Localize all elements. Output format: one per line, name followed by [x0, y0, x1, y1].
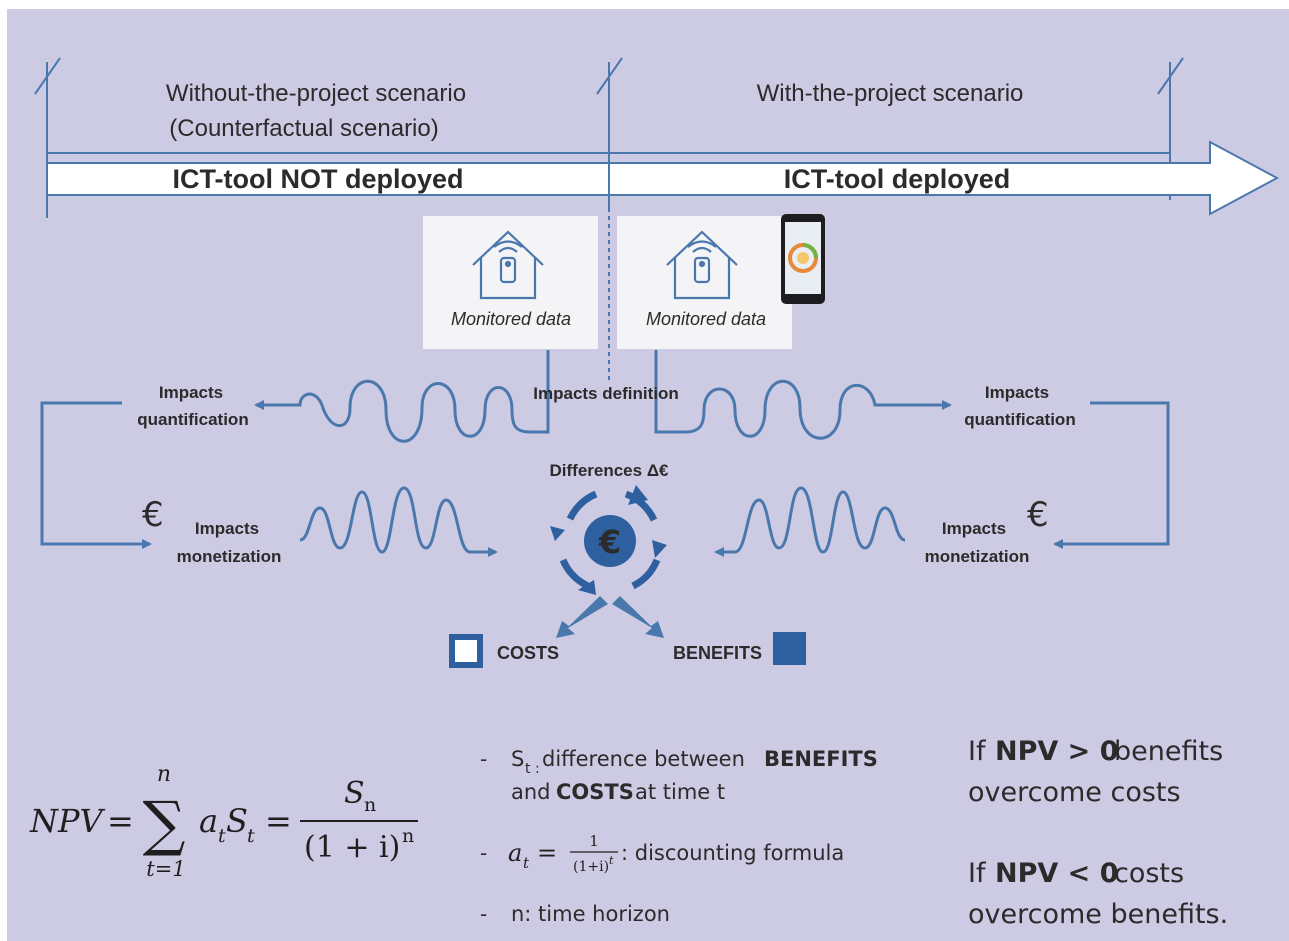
formula-term-a: a	[199, 802, 218, 840]
conclusion-neg-if: If	[968, 858, 987, 889]
costs-square-icon	[449, 634, 483, 668]
loop-right	[1053, 401, 1170, 549]
note1-bold-costs: COSTS	[556, 780, 634, 804]
note2-den: (1+i)	[573, 859, 609, 875]
formula-term-a-sub: t	[218, 825, 226, 847]
note3-text: n: time horizon	[511, 902, 670, 926]
note1-bold-benefits: BENEFITS	[764, 747, 878, 771]
quant-left-label-2: quantification	[137, 410, 248, 429]
note2-text: : discounting formula	[621, 841, 844, 865]
conclusion-neg-rest: costs	[1114, 858, 1184, 889]
formula-sum-top: n	[157, 762, 171, 787]
loop-left	[40, 401, 152, 549]
note2-dash: -	[480, 841, 487, 865]
formula-term-s-sub: t	[247, 825, 255, 847]
formula-npv: NPV	[29, 802, 106, 840]
house-sensor-icon	[666, 230, 738, 300]
house-sensor-icon	[472, 230, 544, 300]
scenario-left-subtitle: (Counterfactual scenario)	[169, 115, 438, 142]
euro-coin-icon	[584, 515, 636, 567]
conclusion-pos-if: If	[968, 736, 987, 767]
formula-den-sup: n	[402, 825, 414, 847]
right-bar-label: ICT-tool deployed	[784, 164, 1011, 194]
formula-eq2: =	[265, 802, 292, 840]
differences-label: Differences Δ€	[550, 461, 670, 480]
euro-icon: €	[1027, 495, 1049, 535]
conclusion-neg-npv: NPV < 0	[995, 858, 1119, 889]
scenario-right-title: With-the-project scenario	[757, 80, 1024, 107]
cycle-arrowheads	[550, 485, 667, 595]
benefits-square-icon	[773, 632, 806, 665]
smartphone-icon	[781, 214, 825, 304]
euro-icon: €	[142, 495, 164, 535]
split-arrows	[556, 596, 664, 638]
quant-right-label-2: quantification	[964, 410, 1075, 429]
connector-right-lower	[714, 486, 906, 557]
quant-left-label-1: Impacts	[159, 383, 223, 402]
conclusion-neg-line2: overcome benefits.	[968, 899, 1228, 930]
note2-num: 1	[589, 832, 599, 850]
conclusion-pos-line2: overcome costs	[968, 777, 1181, 808]
note1-sub: t :	[525, 761, 540, 777]
benefits-label: BENEFITS	[673, 643, 762, 663]
costs-label: COSTS	[497, 643, 559, 663]
note1-line2-post: at time t	[635, 780, 725, 804]
monet-right-label-2: monetization	[925, 547, 1030, 566]
note1-text: difference between	[542, 747, 745, 771]
conclusions: If NPV > 0 benefits overcome costs If NP…	[968, 736, 1228, 930]
impacts-definition-label: Impacts definition	[533, 384, 678, 403]
monet-left-label-1: Impacts	[195, 519, 259, 538]
quant-right-label-1: Impacts	[985, 383, 1049, 402]
formula-sum-bottom: t=1	[146, 857, 185, 881]
scenario-left-title: Without-the-project scenario	[166, 80, 466, 107]
cycle-arrows-icon	[559, 490, 661, 590]
note2-lhs: a	[508, 839, 522, 867]
formula-num-sub: n	[364, 794, 376, 816]
euro-coin-symbol: €	[598, 523, 621, 561]
formula-eq: =	[107, 802, 134, 840]
monet-right-label-1: Impacts	[942, 519, 1006, 538]
formula-num: S	[344, 776, 365, 811]
conclusion-pos-rest: benefits	[1114, 736, 1223, 767]
note1-symbol: S	[511, 747, 524, 771]
formula-term-s: S	[226, 802, 248, 840]
formula-den: (1 + i)	[304, 830, 400, 865]
notes-list: - S t : difference between BENEFITS and …	[480, 747, 878, 926]
timeline-arrow	[46, 140, 1280, 216]
note1-dash: -	[480, 747, 487, 771]
connector-left-lower	[299, 486, 498, 557]
formula-sum-sign: ∑	[143, 789, 186, 859]
note2-lhs-sub: t	[523, 854, 530, 872]
connector-left-upper	[254, 350, 550, 443]
note1-line2-pre: and	[511, 780, 551, 804]
conclusion-pos-npv: NPV > 0	[995, 736, 1119, 767]
note2-den-sup: t	[609, 854, 614, 867]
connector-right-upper	[654, 350, 952, 440]
monet-left-label-2: monetization	[177, 547, 282, 566]
monitored-data-right-label: Monitored data	[646, 309, 766, 329]
left-bar-label: ICT-tool NOT deployed	[173, 164, 464, 194]
npv-formula: NPV = n ∑ t=1 a t S t = S n (1 + i) n	[29, 762, 418, 881]
monitored-data-left-label: Monitored data	[451, 309, 571, 329]
note3-dash: -	[480, 902, 487, 926]
note2-eq: =	[537, 839, 557, 867]
